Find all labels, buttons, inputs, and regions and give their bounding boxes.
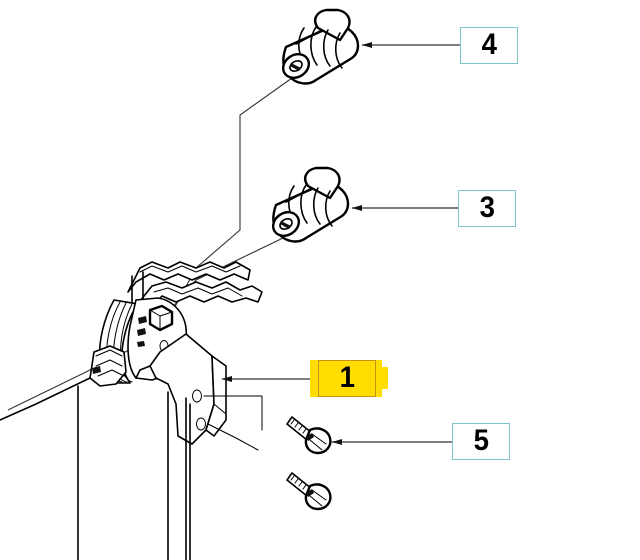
- highlight-tab-right: [374, 367, 388, 389]
- callout-box-3[interactable]: 3: [458, 190, 516, 227]
- highlight-tab-left: [310, 367, 320, 391]
- callout-label-5: 5: [473, 424, 489, 458]
- callout-inner-1: 1: [318, 360, 376, 397]
- callout-label-1: 1: [339, 361, 355, 395]
- callout-box-5[interactable]: 5: [452, 423, 510, 460]
- part-bracket-lever-assembly: [0, 261, 263, 560]
- callout-label-3: 3: [479, 191, 495, 225]
- part-screw-upper: [286, 416, 332, 455]
- leader-lines: [222, 42, 460, 445]
- callout-label-4: 4: [481, 28, 497, 62]
- part-screw-lower: [286, 472, 332, 511]
- part-bushing-lower: [271, 166, 350, 243]
- callout-box-4[interactable]: 4: [460, 27, 518, 64]
- part-bushing-upper: [281, 8, 360, 85]
- callout-box-1-highlighted[interactable]: 1: [310, 355, 390, 403]
